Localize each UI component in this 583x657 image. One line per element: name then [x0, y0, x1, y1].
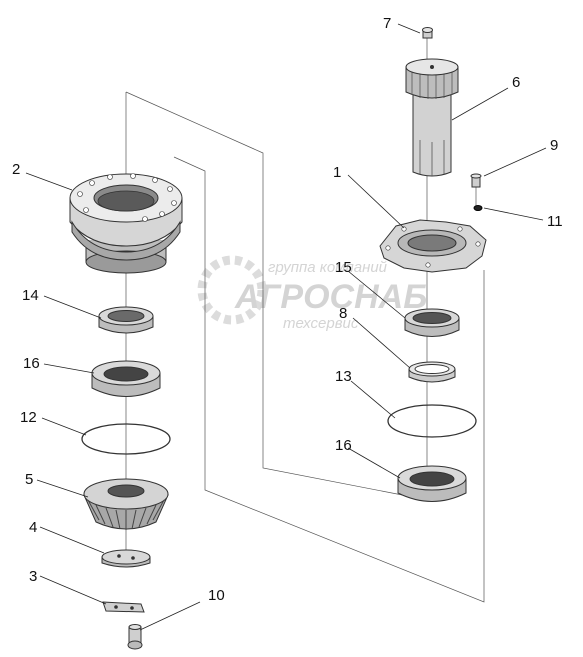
part-o-ring-right: [387, 404, 477, 438]
callout-4: 4: [29, 519, 37, 536]
part-o-ring-left: [81, 423, 171, 455]
watermark-line1: группа компаний: [268, 259, 388, 276]
part-flange: [379, 219, 487, 273]
leader-lines: [25, 23, 547, 631]
watermark-gear-icon: [197, 255, 267, 325]
callout-10: 10: [208, 587, 225, 604]
callout-16-left: 16: [23, 355, 40, 372]
callout-14: 14: [22, 287, 39, 304]
callout-8: 8: [339, 305, 347, 322]
callout-5: 5: [25, 471, 33, 488]
part-bevel-gear: [83, 478, 169, 530]
callout-11: 11: [547, 213, 563, 230]
callout-9: 9: [550, 137, 558, 154]
callout-1: 1: [333, 164, 341, 181]
part-washer: [101, 549, 151, 568]
part-bearing-left: [91, 360, 161, 397]
part-plug: [422, 27, 433, 39]
callout-2: 2: [12, 161, 20, 178]
watermark-line3: техсервис: [283, 315, 359, 332]
part-ring: [408, 361, 456, 383]
part-bearing-right: [397, 465, 467, 502]
watermark: группа компаний АГРОСНАБ техсервис: [197, 255, 427, 332]
callout-labels: 7 6 9 1 11 2 15 8 14 13 16 12 16 5 4 3 1…: [12, 15, 563, 604]
part-shaft: [405, 58, 459, 177]
part-bolt: [127, 624, 143, 650]
callout-12: 12: [20, 409, 37, 426]
callout-15: 15: [335, 259, 352, 276]
part-hub-housing: [69, 173, 183, 274]
part-lock-plate: [102, 601, 145, 613]
callout-16-right: 16: [335, 437, 352, 454]
callout-6: 6: [512, 74, 520, 91]
callout-13: 13: [335, 368, 352, 385]
part-seal-right: [404, 308, 460, 337]
part-small-washer: [473, 205, 483, 211]
callout-7: 7: [383, 15, 391, 32]
part-seal: [98, 306, 154, 334]
part-small-bolt: [470, 173, 482, 188]
callout-3: 3: [29, 568, 37, 585]
